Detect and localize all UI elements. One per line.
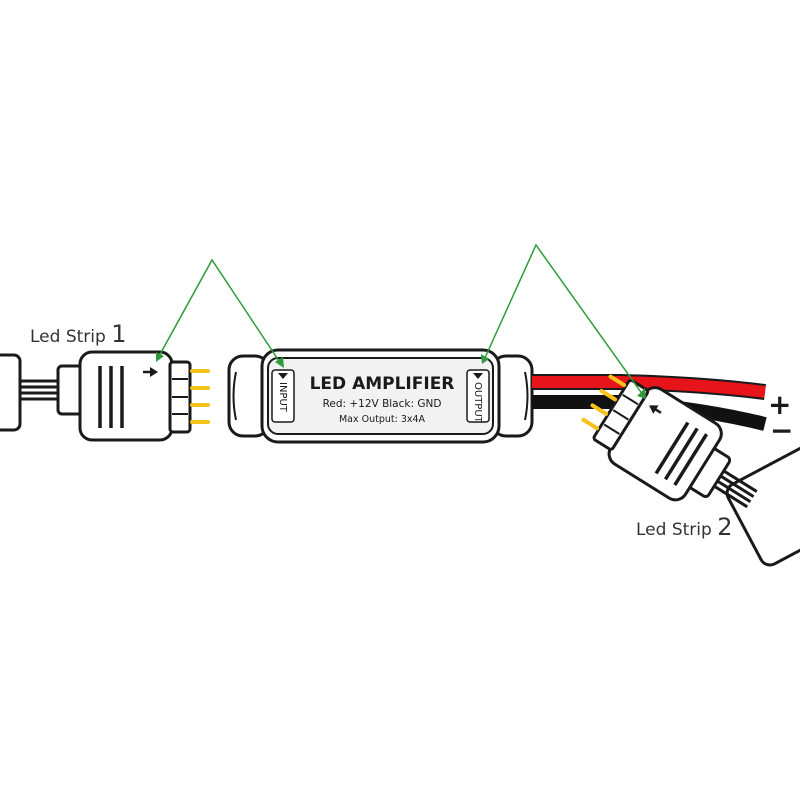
strip-1-grip-lines [98, 366, 124, 428]
led-strip-2-label: Led Strip 2 [636, 513, 732, 541]
amplifier-output-tab: OUTPUT [466, 369, 490, 424]
led-strip-2-group: Led Strip 2 [581, 374, 800, 567]
arrowhead-icon [481, 354, 489, 364]
strip-2-direction-arrow-icon [649, 405, 662, 414]
output-triangle-icon [473, 373, 483, 379]
led-strip-1-body [0, 353, 22, 432]
strip-1-pin-dividers [172, 378, 188, 415]
arrowhead-icon [156, 352, 164, 362]
amplifier-max-output-line: Max Output: 3x4A [339, 414, 426, 425]
led-strip-1-label: Led Strip 1 [30, 320, 126, 348]
left-pointer-line [157, 258, 282, 365]
strip-2-pin-dividers [603, 393, 639, 435]
led-strip-1-group: Led Strip 1 [0, 320, 210, 442]
strip-1-gold-pins [190, 369, 210, 424]
amplifier-input-label: INPUT [277, 382, 288, 413]
amplifier-label-panel [267, 357, 494, 435]
right-pointer-line [483, 243, 644, 396]
strip-1-direction-arrow-icon [143, 367, 158, 377]
negative-terminal-label: − [770, 414, 793, 447]
led-strip-2-body [725, 434, 800, 567]
amplifier-output-label: OUTPUT [472, 382, 483, 424]
positive-terminal-label: + [768, 388, 791, 421]
strip-1-wires [20, 379, 62, 401]
strip-2-gold-pins [581, 374, 627, 431]
strip-2-grip-lines [654, 421, 709, 487]
amplifier-voltage-line: Red: +12V Black: GND [323, 398, 442, 410]
led-amplifier-group: INPUT OUTPUT LED AMPLIFIER Red: +12V Bla… [227, 348, 534, 444]
strip-1-connector [78, 350, 174, 442]
arrowhead-icon [637, 388, 646, 399]
arrowhead-icon [275, 357, 284, 368]
amplifier-title: LED AMPLIFIER [310, 374, 455, 394]
green-arrowheads [156, 352, 646, 399]
input-triangle-icon [278, 373, 288, 379]
amplifier-input-tab: INPUT [271, 369, 295, 423]
green-pointer-lines [157, 243, 644, 396]
